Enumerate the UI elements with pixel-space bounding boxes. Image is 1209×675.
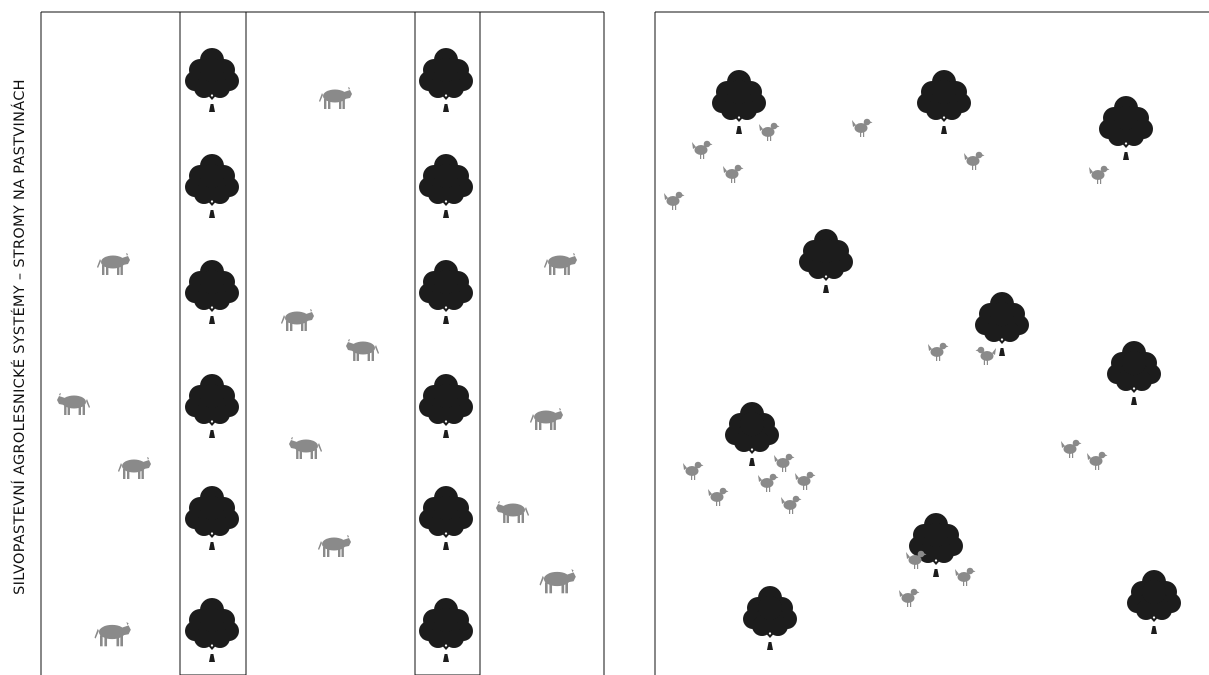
chicken-icon	[1089, 166, 1110, 184]
tree-icon	[185, 154, 239, 218]
tree-icon	[419, 374, 473, 438]
cow-icon	[319, 87, 352, 109]
chicken-icon	[899, 589, 920, 607]
chicken-icon	[1087, 452, 1108, 470]
chicken-group	[664, 119, 1110, 607]
tree-icon	[712, 70, 766, 134]
tree-icon	[185, 374, 239, 438]
chicken-icon	[795, 472, 816, 490]
tree-icon	[725, 402, 779, 466]
left-tree-group	[185, 48, 473, 662]
tree-icon	[743, 586, 797, 650]
left-panel	[41, 12, 604, 675]
cow-icon	[289, 437, 322, 459]
chicken-icon	[928, 343, 949, 361]
chicken-icon	[683, 462, 704, 480]
tree-icon	[1127, 570, 1181, 634]
chicken-icon	[1061, 440, 1082, 458]
tree-icon	[975, 292, 1029, 356]
tree-icon	[419, 48, 473, 112]
tree-icon	[185, 48, 239, 112]
cow-icon	[318, 535, 351, 557]
chicken-icon	[723, 165, 744, 183]
cow-icon	[540, 569, 576, 593]
cow-icon	[95, 622, 131, 646]
tree-icon	[799, 229, 853, 293]
chicken-icon	[955, 568, 976, 586]
cow-group	[57, 87, 577, 646]
tree-icon	[1107, 341, 1161, 405]
tree-icon	[419, 154, 473, 218]
tree-icon	[1099, 96, 1153, 160]
cow-icon	[530, 408, 563, 430]
chicken-icon	[852, 119, 873, 137]
tree-icon	[185, 486, 239, 550]
chicken-icon	[758, 474, 779, 492]
cow-icon	[496, 501, 529, 523]
chicken-icon	[692, 141, 713, 159]
chicken-icon	[708, 488, 729, 506]
cow-icon	[57, 393, 90, 415]
tree-icon	[419, 260, 473, 324]
tree-icon	[185, 598, 239, 662]
right-panel	[655, 12, 1209, 675]
chicken-icon	[774, 454, 795, 472]
chicken-icon	[759, 123, 780, 141]
cow-icon	[544, 253, 577, 275]
tree-icon	[419, 598, 473, 662]
tree-icon	[185, 260, 239, 324]
chicken-icon	[964, 152, 985, 170]
chicken-icon	[781, 496, 802, 514]
tree-icon	[917, 70, 971, 134]
tree-icon	[419, 486, 473, 550]
cow-icon	[281, 309, 314, 331]
cow-icon	[118, 457, 151, 479]
cow-icon	[346, 339, 379, 361]
right-tree-group	[712, 70, 1181, 650]
cow-icon	[97, 253, 130, 275]
chicken-icon	[976, 347, 997, 365]
chicken-icon	[664, 192, 685, 210]
